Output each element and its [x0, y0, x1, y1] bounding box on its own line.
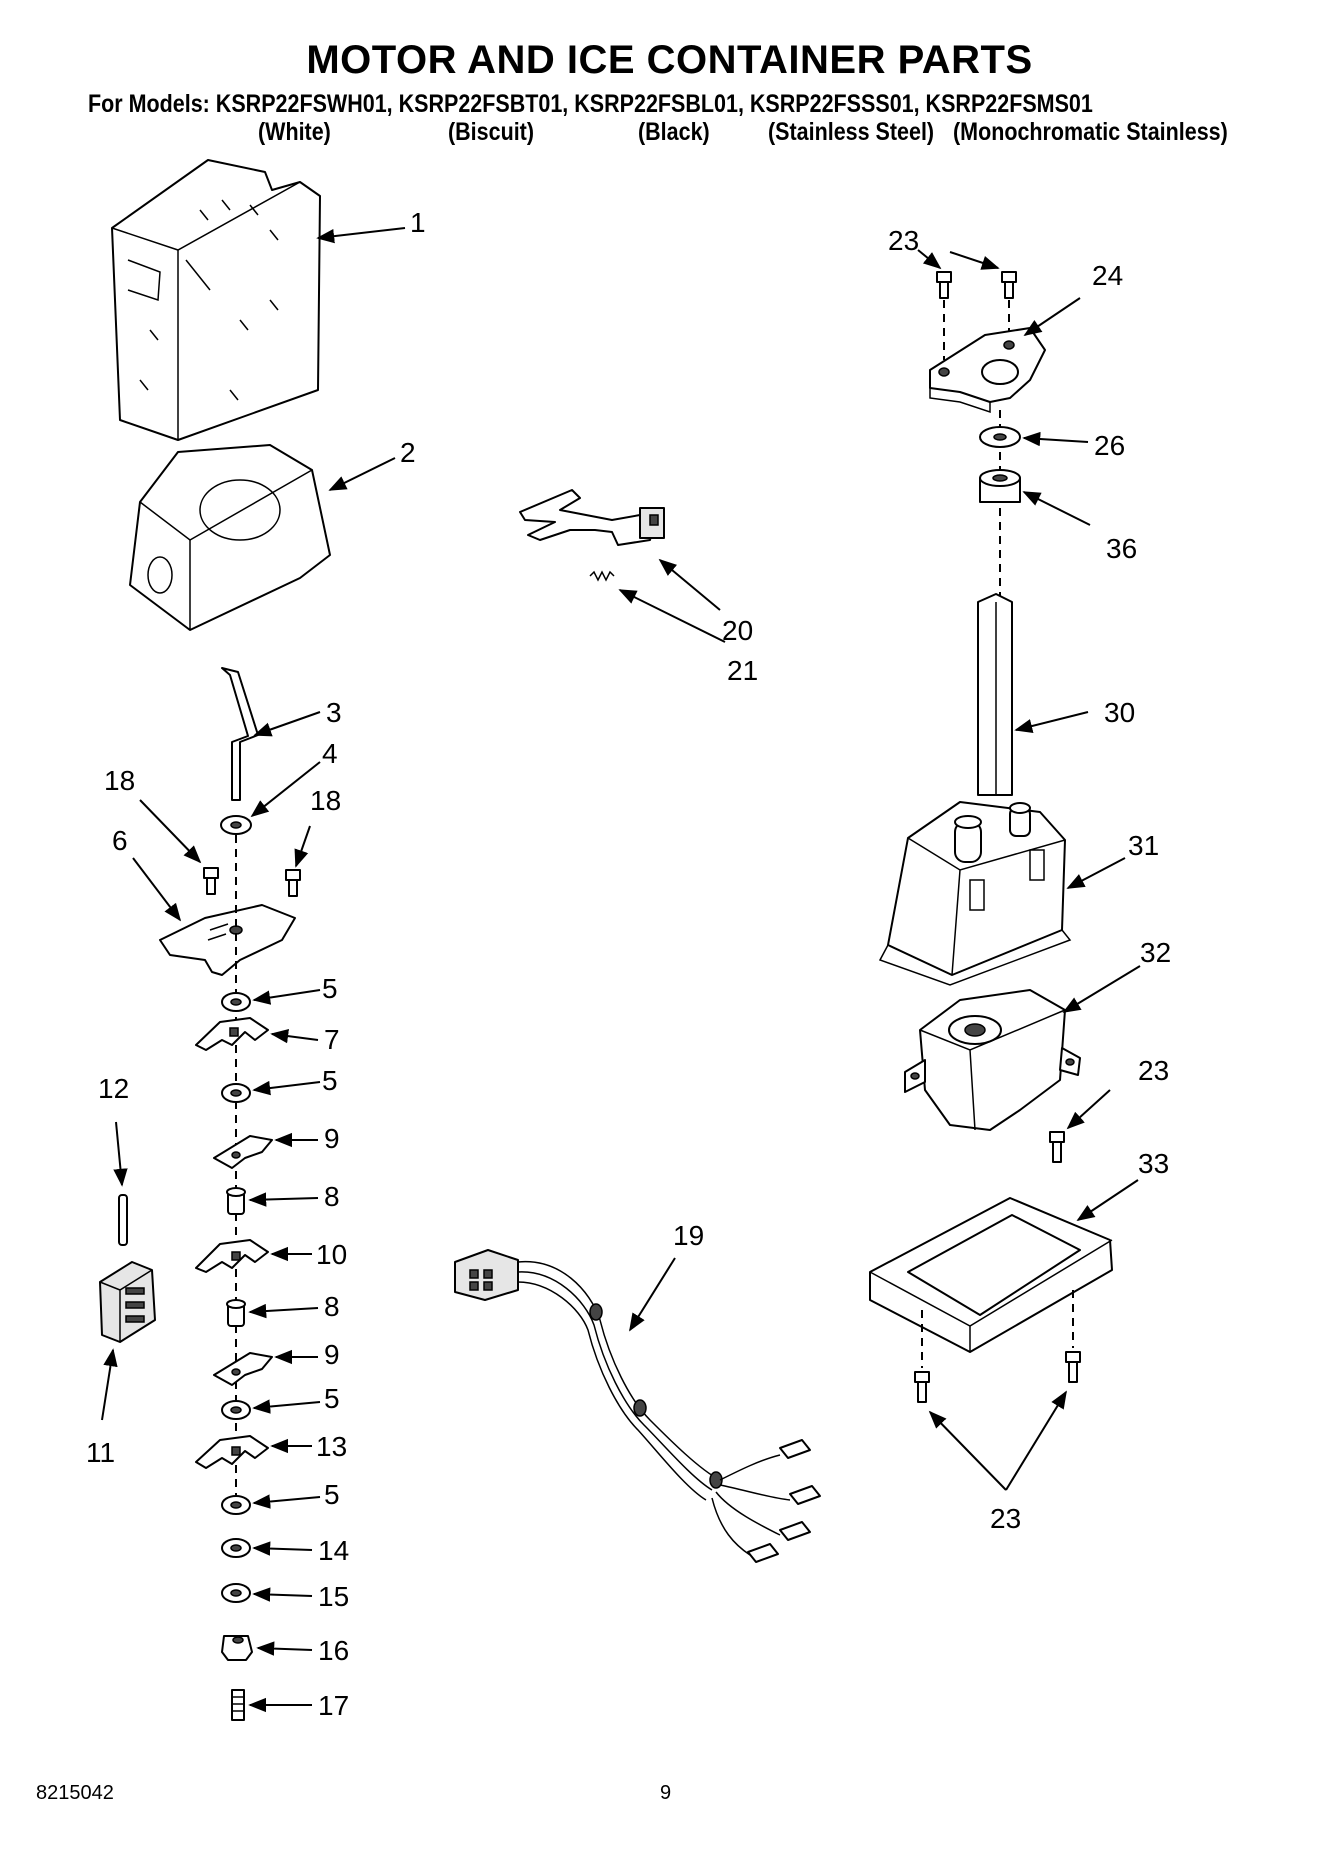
spacer-part-5-a — [221, 992, 251, 1012]
washer-part-26 — [979, 426, 1021, 448]
document-number: 8215042 — [36, 1782, 114, 1804]
screw-part-23-bottom-left — [914, 1371, 930, 1403]
callout-5-d: 5 — [324, 1479, 340, 1510]
blade-part-9-a — [213, 1135, 273, 1169]
washer-part-4 — [220, 815, 252, 835]
page-number: 9 — [660, 1782, 672, 1804]
callout-11: 11 — [86, 1437, 115, 1468]
callout-5-c: 5 — [324, 1383, 340, 1414]
crusher-bracket-part — [159, 904, 296, 976]
variant-biscuit: (Biscuit) — [448, 118, 534, 146]
screw-part-18-left — [203, 867, 219, 895]
bushing-part-36 — [979, 469, 1021, 503]
callout-20: 20 — [722, 615, 753, 646]
screw-part-23-bottom-right — [1065, 1351, 1081, 1383]
page-title: MOTOR AND ICE CONTAINER PARTS — [306, 38, 1033, 82]
blade-part-10 — [195, 1239, 269, 1273]
callout-32: 32 — [1140, 937, 1171, 968]
callout-9-a: 9 — [324, 1123, 340, 1154]
callout-23-top: 23 — [888, 225, 919, 256]
blade-part-9-b — [213, 1352, 273, 1386]
callout-24: 24 — [1092, 260, 1123, 291]
callout-18-left: 18 — [104, 765, 135, 796]
callout-2: 2 — [400, 437, 416, 468]
variant-white: (White) — [258, 118, 331, 146]
spring-part-21 — [589, 570, 615, 582]
drive-shaft-part — [977, 593, 1013, 796]
variant-black: (Black) — [638, 118, 710, 146]
callout-14: 14 — [318, 1535, 349, 1566]
callout-13: 13 — [316, 1431, 347, 1462]
models-line: For Models: KSRP22FSWH01, KSRP22FSBT01, … — [88, 90, 1093, 118]
callout-8-b: 8 — [324, 1291, 340, 1322]
variant-stainless-steel: (Stainless Steel) — [768, 118, 935, 146]
variant-monochromatic-stainless: (Monochromatic Stainless) — [953, 118, 1228, 146]
callout-18-right: 18 — [310, 785, 341, 816]
callout-12: 12 — [98, 1073, 129, 1104]
nut-part-16 — [221, 1635, 253, 1661]
callout-26: 26 — [1094, 430, 1125, 461]
switch-bracket-part — [519, 489, 665, 546]
callout-3: 3 — [326, 697, 342, 728]
callout-6: 6 — [112, 825, 128, 856]
gasket-plate-part — [869, 1197, 1113, 1353]
callout-10: 10 — [316, 1239, 347, 1270]
callout-36: 36 — [1106, 533, 1137, 564]
auger-motor-part — [904, 989, 1081, 1131]
callout-5-b: 5 — [322, 1065, 338, 1096]
bearing-block-part-11 — [99, 1261, 156, 1343]
wire-harness-part — [454, 1249, 821, 1563]
motor-cover-part — [878, 801, 1072, 986]
screw-part-18-right — [285, 869, 301, 897]
bushing-part-8-b — [226, 1299, 246, 1327]
blade-part-13 — [195, 1435, 269, 1469]
ice-container-part — [111, 159, 321, 441]
callout-5-a: 5 — [322, 973, 338, 1004]
callout-9-b: 9 — [324, 1339, 340, 1370]
callout-17: 17 — [318, 1690, 349, 1721]
callout-1: 1 — [410, 207, 426, 238]
blade-part-7 — [195, 1017, 269, 1051]
washer-part-14 — [221, 1538, 251, 1558]
callout-23-motor: 23 — [1138, 1055, 1169, 1086]
callout-23-bottom: 23 — [990, 1503, 1021, 1534]
callout-30: 30 — [1104, 697, 1135, 728]
callout-16: 16 — [318, 1635, 349, 1666]
auger-housing-part — [129, 444, 331, 631]
callout-8-a: 8 — [324, 1181, 340, 1212]
screw-part-23-top-right — [1001, 271, 1017, 299]
callout-33: 33 — [1138, 1148, 1169, 1179]
callout-15: 15 — [318, 1581, 349, 1612]
callout-4: 4 — [322, 738, 338, 769]
crusher-rod-part — [221, 667, 259, 801]
spacer-part-5-b — [221, 1083, 251, 1103]
callout-7: 7 — [324, 1024, 340, 1055]
callout-21: 21 — [727, 655, 758, 686]
spacer-part-5-d — [221, 1495, 251, 1515]
bushing-part-8-a — [226, 1187, 246, 1215]
spacer-part-5-c — [221, 1400, 251, 1420]
washer-part-15 — [221, 1583, 251, 1603]
screw-part-23-motor — [1049, 1131, 1065, 1163]
pin-part-12 — [118, 1194, 128, 1246]
callout-19: 19 — [673, 1220, 704, 1251]
screw-part-17 — [231, 1689, 245, 1721]
screw-part-23-top-left — [936, 271, 952, 299]
motor-mount-part — [929, 327, 1046, 414]
callout-31: 31 — [1128, 830, 1159, 861]
